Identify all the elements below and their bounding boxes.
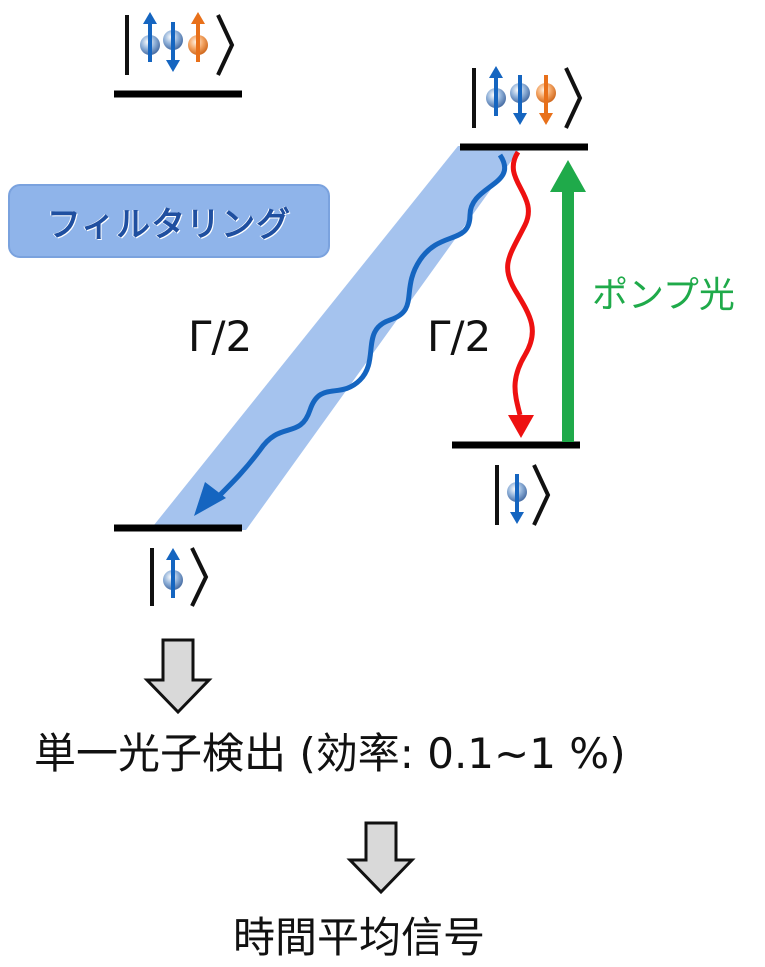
filtering-label: フィルタリング — [46, 204, 292, 245]
filtering-label-box: フィルタリング — [8, 184, 330, 258]
gamma-right-label: Γ/2 — [427, 312, 492, 361]
filtered-photon-arrowhead — [194, 482, 226, 516]
ket-top-left — [125, 12, 235, 76]
gamma-left-label: Γ/2 — [188, 312, 253, 361]
pump-light-label: ポンプ光 — [592, 275, 735, 316]
single-photon-detection-caption: 単一光子検出 (効率: 0.1~1 %) — [34, 729, 626, 778]
ket-bottom-right — [495, 464, 551, 526]
decay-photon-arrowhead — [508, 415, 534, 438]
filtered-photon-wave — [213, 153, 508, 502]
pump-arrowhead — [550, 160, 586, 192]
filter-band — [150, 146, 522, 530]
ket-bottom-left — [150, 547, 209, 607]
time-averaged-signal-caption: 時間平均信号 — [233, 913, 486, 962]
ket-top-right — [472, 66, 583, 129]
down-arrow-2 — [346, 821, 416, 895]
decay-photon-wave — [505, 150, 535, 416]
down-arrow-1 — [143, 638, 213, 715]
